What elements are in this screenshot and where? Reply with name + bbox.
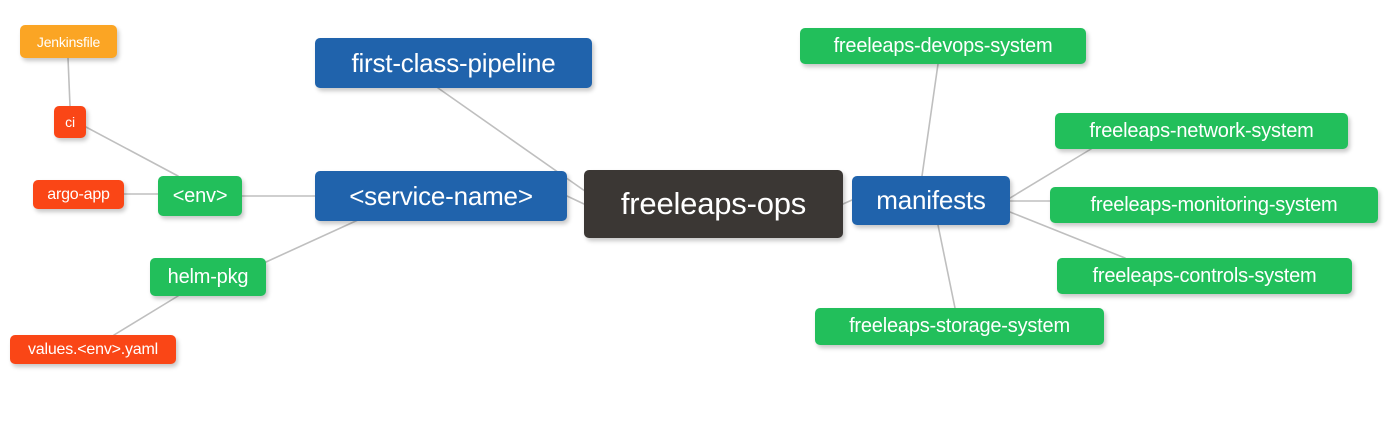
node-jenkins[interactable]: Jenkinsfile (20, 25, 117, 58)
edge-ci-to-jenkins (67, 57, 71, 107)
node-service[interactable]: <service-name> (315, 171, 567, 221)
node-manifests[interactable]: manifests (852, 176, 1010, 225)
node-pipeline[interactable]: first-class-pipeline (315, 38, 592, 88)
node-env[interactable]: <env> (158, 176, 242, 216)
node-controls[interactable]: freeleaps-controls-system (1057, 258, 1352, 294)
node-devops[interactable]: freeleaps-devops-system (800, 28, 1086, 64)
node-monitoring[interactable]: freeleaps-monitoring-system (1050, 187, 1378, 223)
edge-root-to-manifests (842, 199, 853, 205)
edge-manifests-to-storage (937, 224, 956, 309)
edge-env-to-ci (85, 126, 179, 177)
node-storage[interactable]: freeleaps-storage-system (815, 308, 1104, 345)
edge-service-to-helm (265, 219, 359, 263)
node-root[interactable]: freeleaps-ops (584, 170, 843, 238)
node-helm[interactable]: helm-pkg (150, 258, 266, 296)
node-values[interactable]: values.<env>.yaml (10, 335, 176, 364)
edge-root-to-service (566, 195, 585, 205)
node-argo[interactable]: argo-app (33, 180, 124, 209)
edge-helm-to-values (113, 295, 179, 336)
edge-manifests-to-devops (921, 63, 939, 177)
node-ci[interactable]: ci (54, 106, 86, 138)
node-network[interactable]: freeleaps-network-system (1055, 113, 1348, 149)
